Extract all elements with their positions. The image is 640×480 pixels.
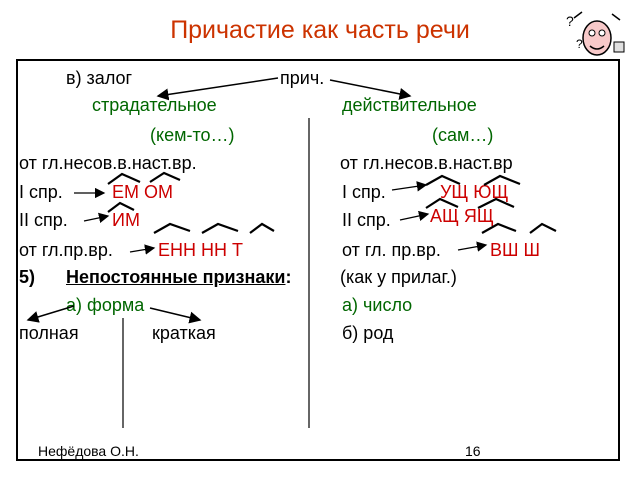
short-form-label: краткая [152, 323, 216, 343]
item-5-title: Непостоянные признаки [66, 267, 286, 287]
arrow-left-past [129, 244, 156, 255]
arrow-to-full [26, 305, 75, 323]
arrow-to-short [149, 307, 202, 324]
item-5-heading: Непостоянные признаки: [66, 266, 291, 288]
right-past-suffixes: ВШ Ш [490, 240, 541, 260]
voice-label: в) залог [66, 68, 133, 88]
form-label: а) форма [66, 295, 145, 315]
left-imperfective-present: от гл.несов.в.наст.вр. [19, 153, 197, 173]
footer-author: Нефёдова О.Н. [38, 443, 139, 459]
gender-label: б) род [342, 323, 394, 343]
left-past-label: от гл.пр.вр. [19, 240, 113, 260]
right-conjugation-2-label: II спр. [342, 210, 391, 230]
participle-label: прич. [280, 68, 325, 88]
arrow-left-conj2 [83, 212, 110, 223]
passive-voice-label: страдательное [92, 95, 217, 115]
slide-frame [16, 59, 620, 461]
right-imperfective-present: от гл.несов.в.наст.вр [340, 153, 513, 173]
passive-question: (кем-то…) [150, 125, 235, 145]
item-5-note: (как у прилаг.) [340, 267, 457, 287]
right-conjugation-1-label: I спр. [342, 182, 386, 202]
cartoon-character-icon: ? ? [566, 11, 625, 56]
item-5-number: 5) [19, 267, 36, 287]
arrow-to-passive [156, 77, 279, 101]
arrow-right-conj1 [391, 181, 428, 192]
right-conjugation-1-suffixes: УЩ ЮЩ [440, 182, 509, 202]
arrow-to-active [329, 79, 412, 100]
item-5-colon: : [285, 267, 292, 287]
active-voice-label: действительное [342, 95, 477, 115]
left-conjugation-2-label: II спр. [19, 210, 68, 230]
footer-page-number: 16 [465, 443, 481, 459]
active-question: (сам…) [432, 125, 494, 145]
full-form-label: полная [19, 323, 79, 343]
suffix-arcs [107, 171, 557, 234]
svg-text:?: ? [566, 13, 574, 29]
right-past-label: от гл. пр.вр. [342, 240, 441, 260]
left-conjugation-1-label: I спр. [19, 182, 63, 202]
left-conjugation-1-suffixes: ЕМ ОМ [112, 182, 173, 202]
left-conjugation-2-suffixes: ИМ [112, 210, 140, 230]
right-conjugation-2-suffixes: АЩ ЯЩ [430, 206, 494, 226]
arrow-right-past [457, 241, 488, 252]
slide-title: Причастие как часть речи [170, 16, 470, 44]
svg-text:?: ? [576, 37, 583, 51]
left-past-suffixes: ЕНН НН Т [158, 240, 243, 260]
arrow-right-conj2 [399, 210, 430, 221]
number-label: а) число [342, 295, 413, 315]
